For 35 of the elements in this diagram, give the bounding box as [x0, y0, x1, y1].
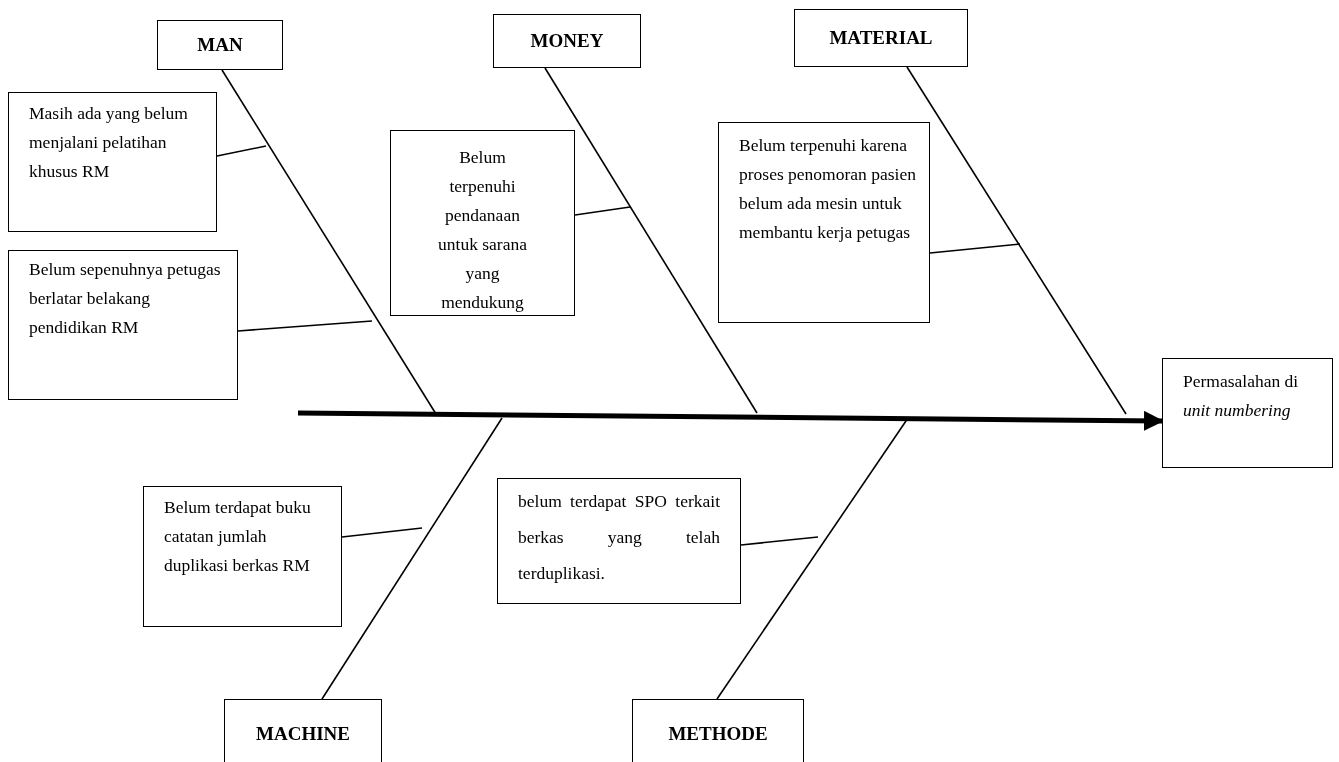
spine-arrow [297, 410, 1164, 431]
connector-line [740, 536, 819, 546]
cause-text: Belum terpenuhi pendanaan untuk sarana yang mendukung [437, 146, 528, 314]
cause-text: Belum terdapat buku catatan jumlah duplikasi berkas RM [164, 496, 312, 577]
connector-line [929, 243, 1021, 254]
category-box [794, 9, 968, 67]
problem-text: Permasalahan di unit numbering [1183, 370, 1300, 422]
cause-text: belum terdapat SPO terkait berkas yang telah terduplikasi. [518, 490, 720, 585]
cause-text: Belum terpenuhi karena proses penomoran pasien belum ada mesin untuk membantu kerja petugas [739, 134, 917, 244]
category-label: MATERIAL [829, 27, 933, 49]
category-box [224, 699, 382, 762]
cause-box [497, 478, 741, 604]
bone-line [321, 417, 503, 700]
cause-box [8, 250, 238, 400]
bone-line [221, 69, 437, 415]
bone-line [544, 67, 758, 414]
problem-box [1162, 358, 1333, 468]
cause-box [718, 122, 930, 323]
cause-box [143, 486, 342, 627]
category-label: MONEY [530, 30, 604, 52]
connector-line [216, 145, 267, 157]
cause-text: Masih ada yang belum menjalani pelatihan khusus RM [29, 102, 189, 183]
category-label: METHODE [668, 723, 768, 745]
connector-line [237, 320, 373, 332]
cause-text: Belum sepenuhnya petugas berlatar belakang pendidikan RM [29, 258, 222, 339]
category-box [632, 699, 804, 762]
cause-box [390, 130, 575, 316]
category-box [157, 20, 283, 70]
bone-line [906, 66, 1127, 415]
category-label: MAN [197, 34, 243, 56]
category-box [493, 14, 641, 68]
category-label: MACHINE [256, 723, 350, 745]
cause-box [8, 92, 217, 232]
connector-line [574, 206, 631, 216]
connector-line [341, 527, 423, 538]
